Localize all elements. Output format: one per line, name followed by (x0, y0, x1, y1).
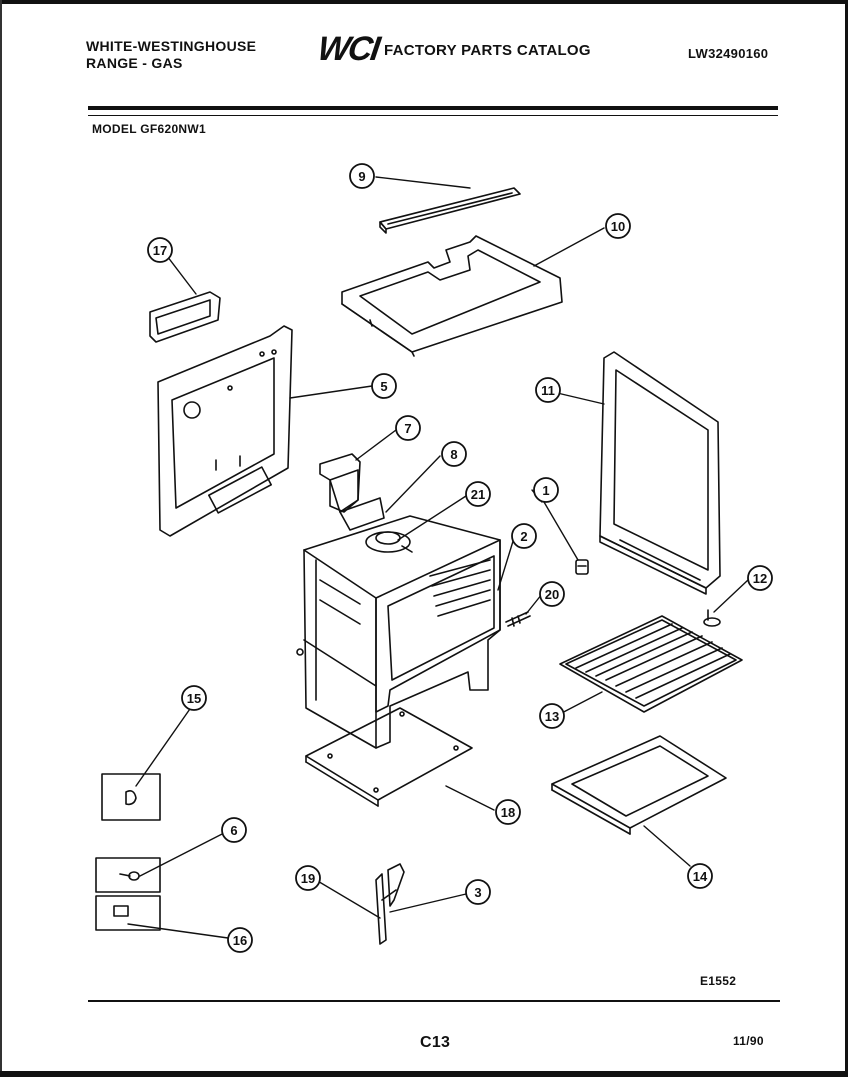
callout-circles (147, 163, 773, 953)
part-12-stud (703, 609, 721, 627)
callout-9: 9 (358, 169, 365, 184)
footer-rule (88, 1000, 780, 1002)
part-6-box (95, 857, 161, 893)
part-14-broiler-pan (551, 735, 727, 835)
model-number: MODEL GF620NW1 (92, 122, 206, 136)
part-9-trim-strip (379, 187, 521, 234)
callout-1: 1 (542, 483, 549, 498)
callout-10: 10 (611, 219, 625, 234)
catalog-date: 11/90 (733, 1034, 764, 1048)
part-19-and-3-legs (375, 863, 405, 945)
header-brand: WHITE-WESTINGHOUSE RANGE - GAS (86, 38, 256, 72)
callout-18: 18 (501, 805, 515, 820)
header-rule (88, 106, 778, 110)
brand-line-2: RANGE - GAS (86, 55, 183, 71)
page-code: C13 (420, 1034, 451, 1051)
catalog-part-number: LW32490160 (688, 46, 769, 61)
oven-body (296, 515, 501, 749)
page-frame-bottom (0, 1071, 848, 1077)
header-rule-thin (88, 115, 778, 116)
callout-numbers: 9 10 17 5 11 7 8 1 21 2 20 12 13 14 18 1… (153, 169, 767, 948)
catalog-title: FACTORY PARTS CATALOG (384, 42, 591, 59)
callout-19: 19 (301, 871, 315, 886)
leader-lines (127, 176, 749, 939)
callout-7: 7 (404, 421, 411, 436)
part-5-side-panel (157, 325, 293, 537)
callout-2: 2 (520, 529, 527, 544)
page-frame-right (845, 0, 848, 1077)
drawing-code: E1552 (700, 974, 737, 988)
callout-16: 16 (233, 933, 247, 948)
page-frame-top (0, 0, 848, 4)
callout-12: 12 (753, 571, 767, 586)
callout-20: 20 (545, 587, 559, 602)
part-16-box (95, 895, 161, 931)
brand-line-1: WHITE-WESTINGHOUSE (86, 38, 257, 54)
callout-5: 5 (380, 379, 387, 394)
part-15-box (101, 773, 161, 821)
part-17-small-panel (149, 291, 221, 343)
callout-17: 17 (153, 243, 167, 258)
callout-3: 3 (474, 885, 481, 900)
page-frame-left (0, 0, 2, 1077)
callout-14: 14 (693, 869, 708, 884)
part-18-bottom-panel (305, 707, 473, 807)
callout-8: 8 (450, 447, 457, 462)
callout-11: 11 (541, 383, 555, 398)
part-10-top-panel (341, 235, 563, 357)
part-11-panel (599, 351, 721, 595)
part-7-bracket (319, 453, 385, 531)
callout-6: 6 (230, 823, 237, 838)
callout-13: 13 (545, 709, 559, 724)
part-20-screw (505, 611, 531, 627)
callout-21: 21 (471, 487, 485, 502)
part-1-clip (575, 559, 589, 575)
part-13-oven-rack (559, 615, 743, 713)
callout-15: 15 (187, 691, 201, 706)
part-21-burner (365, 531, 413, 553)
